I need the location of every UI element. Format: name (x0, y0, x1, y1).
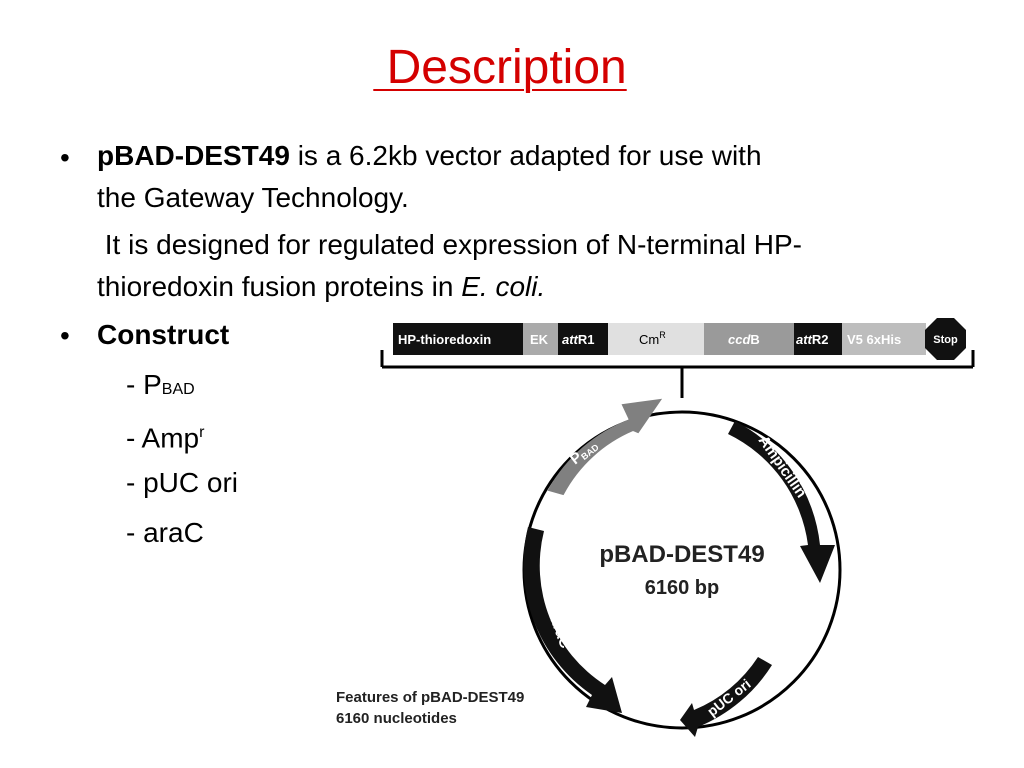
cassette-segment-cmr (608, 323, 704, 355)
paragraph-line-2: thioredoxin fusion proteins in E. coli. (97, 270, 545, 304)
cassette-label: HP-thioredoxin (398, 332, 491, 347)
plasmid-name: pBAD-DEST49 (599, 541, 764, 568)
vector-name: pBAD-DEST49 (97, 140, 290, 171)
cassette-segment-ek (523, 323, 558, 355)
cassette-label: CmR (639, 330, 666, 347)
stop-octagon-icon (925, 318, 966, 360)
construct-item-superscript: r (199, 424, 205, 441)
construct-item-text: - Amp (126, 422, 200, 454)
puc-ori-arrow (680, 657, 772, 737)
bullet-marker: • (60, 320, 70, 351)
paragraph-text: thioredoxin fusion proteins in (97, 271, 462, 302)
cassette-label: ccdB (728, 332, 760, 347)
paragraph-line-1: It is designed for regulated expression … (97, 229, 802, 260)
construct-label: Construct (97, 319, 230, 350)
ampicillin-arrow (728, 421, 835, 583)
construct-item-subscript: BAD (161, 381, 195, 398)
bullet-1-line-2: the Gateway Technology. (97, 182, 409, 213)
cassette-bar: HP-thioredoxin EK attR1 CmR ccdB attR2 V… (393, 318, 966, 360)
bullet-1-text: is a 6.2kb vector adapted for use with (289, 140, 762, 171)
cassette-bracket (380, 350, 975, 369)
vector-map-figure: HP-thioredoxin EK attR1 CmR ccdB attR2 V… (380, 318, 975, 737)
cassette-label: EK (530, 332, 549, 347)
cassette-segment-attr2 (794, 323, 842, 355)
construct-item: - PBAD (126, 368, 195, 407)
cassette-segment-hp-thioredoxin (393, 323, 523, 355)
construct-item-text: - P (126, 369, 162, 400)
pbad-arrow (547, 398, 663, 496)
construct-item: - pUC ori (126, 467, 239, 498)
cassette-segment-v5-6xhis (842, 323, 926, 355)
bullet-marker: • (60, 142, 70, 173)
cassette-segment-ccdb (704, 323, 794, 355)
bullet-1-line-1: pBAD-DEST49 is a 6.2kb vector adapted fo… (97, 139, 762, 173)
cassette-label: attR2 (796, 332, 829, 347)
arac-arrow (523, 527, 622, 713)
cassette-label: V5 6xHis (847, 332, 901, 347)
construct-item: - Ampr (126, 416, 204, 455)
organism-name: E. coli. (461, 271, 546, 302)
stop-label: Stop (933, 334, 958, 346)
cassette-segment-attr1 (558, 323, 608, 355)
construct-item: - araC (126, 517, 204, 548)
figure-caption-line-1: Features of pBAD-DEST49 (336, 689, 525, 706)
plasmid-size: 6160 bp (645, 577, 719, 599)
page-title: Description (373, 41, 627, 94)
cassette-label: attR1 (562, 332, 595, 347)
figure-caption-line-2: 6160 nucleotides (336, 710, 457, 727)
